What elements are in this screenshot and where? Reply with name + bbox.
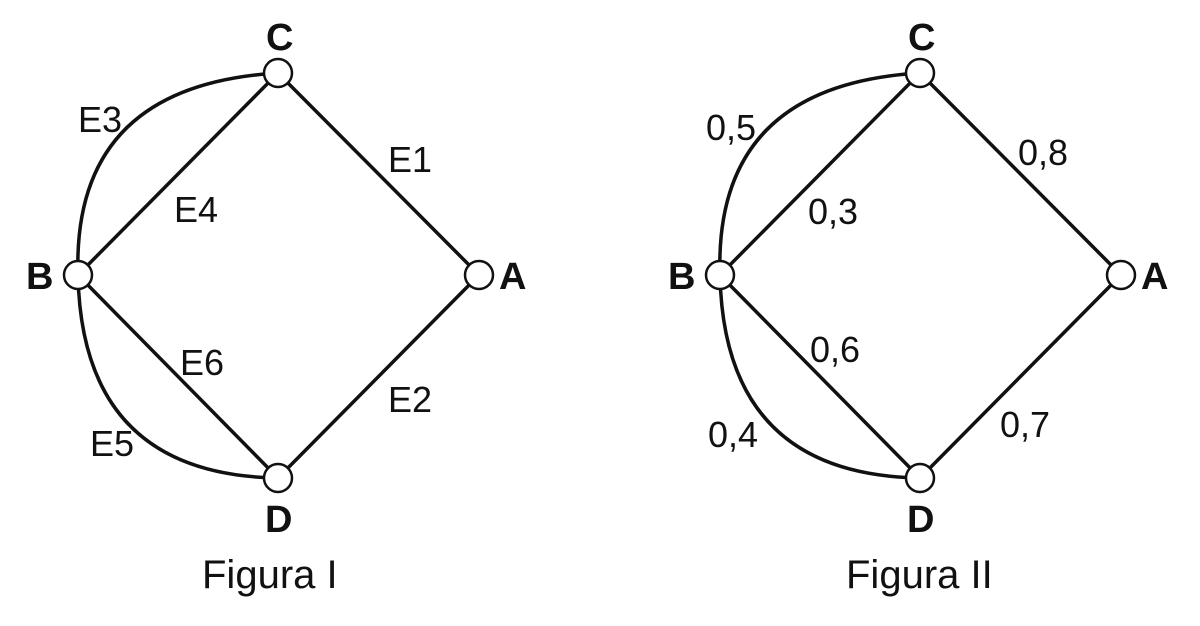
edge-weight-b-d-arc: 0,4 [708, 414, 758, 455]
node-b [62, 259, 94, 291]
edge-label-e5: E5 [90, 423, 134, 464]
edge-e2-d-a [276, 273, 481, 480]
node-c [904, 57, 936, 89]
edge-b-c-arc [718, 71, 922, 277]
edge-label-e3: E3 [78, 99, 122, 140]
node-label-d: D [907, 499, 934, 541]
edge-label-e4: E4 [174, 189, 218, 230]
edge-weight-b-c: 0,3 [808, 191, 858, 232]
edge-weight-d-a: 0,7 [1000, 404, 1050, 445]
node-d [904, 462, 936, 494]
node-label-c: C [908, 17, 935, 59]
node-d [262, 462, 294, 494]
node-label-a: A [499, 256, 526, 298]
node-label-b: B [668, 256, 695, 298]
edge-b-d-arc [718, 273, 922, 480]
edge-b-d [718, 273, 922, 480]
edge-weight-b-c-arc: 0,5 [706, 107, 756, 148]
node-c [262, 57, 294, 89]
edge-e1-c-a [276, 71, 481, 277]
figure-1-caption: Figura I [202, 553, 338, 597]
node-label-a: A [1141, 256, 1168, 298]
edge-b-c [718, 71, 922, 277]
edge-label-e2: E2 [388, 379, 432, 420]
figure-2-caption: Figura II [846, 553, 993, 597]
edge-e6-b-d [76, 273, 280, 480]
edge-label-e1: E1 [388, 139, 432, 180]
node-label-d: D [265, 499, 292, 541]
node-a [463, 259, 495, 291]
edge-weight-b-d: 0,6 [810, 329, 860, 370]
edge-c-a [918, 71, 1123, 277]
edge-e3-arc-b-c [76, 71, 280, 277]
edge-d-a [918, 273, 1123, 480]
figure-2: C B D A 0,5 0,3 0,8 0,6 0,7 0,4 Figura I… [668, 17, 1168, 597]
figure-1: C B D A E3 E4 E1 E6 E2 E5 Figura I [26, 17, 526, 597]
node-a [1105, 259, 1137, 291]
edge-weight-c-a: 0,8 [1018, 132, 1068, 173]
edge-label-e6: E6 [180, 342, 224, 383]
edge-e4-b-c [76, 71, 280, 277]
node-b [704, 259, 736, 291]
node-label-c: C [266, 17, 293, 59]
node-label-b: B [26, 256, 53, 298]
edge-e5-arc-b-d [76, 273, 280, 480]
